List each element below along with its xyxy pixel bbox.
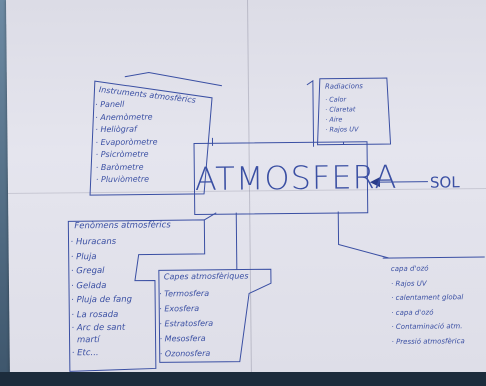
radiation-item: · Claretat: [325, 105, 356, 114]
phenomena-box-outline: [67, 219, 206, 372]
layers-title: Capes atmosfèriques: [163, 271, 249, 282]
instrument-item: · Anemòmetre: [95, 111, 153, 122]
radiation-box-side: [306, 79, 315, 147]
radiation-list: · Calor · Claretat · Aire · Rajos UV: [325, 94, 358, 134]
layer-item: · Termosfera: [159, 288, 210, 299]
phenomenon-item: · Pluja: [70, 251, 97, 262]
phenomenon-item: martí: [71, 335, 100, 346]
phenomenon-item: · Huracans: [70, 236, 117, 248]
layer-item: · Ozonosfera: [159, 348, 211, 359]
layer-item: · Mesosfera: [159, 333, 206, 344]
instrument-item: · Pluviòmetre: [95, 174, 150, 185]
ozone-item: capa d'ozó: [390, 264, 429, 273]
instrument-item: · Evaporòmetre: [95, 136, 158, 147]
radiation-item: · Calor: [325, 95, 347, 104]
connector-ozone: [337, 211, 389, 259]
radiation-item: · Rajos UV: [325, 125, 359, 134]
central-title-box: ATMOSFERA: [193, 141, 398, 216]
background-floor: [0, 372, 486, 386]
phenomenon-item: · Gelada: [70, 280, 107, 291]
instrument-item: · Baròmetre: [95, 162, 144, 172]
instruments-box-outline: [89, 80, 213, 196]
instrument-item: · Heliògraf: [95, 124, 137, 135]
layer-item: · Exosfera: [159, 303, 200, 314]
radiation-item: · Aire: [325, 115, 343, 124]
phenomena-title: Fenòmens atmosfèrics: [74, 220, 171, 232]
ozone-list: capa d'ozó · Rajos UV · calentament glob…: [391, 261, 465, 349]
phenomenon-item: · Etc...: [71, 348, 99, 359]
radiation-title: Radiacions: [324, 82, 363, 91]
layers-list: · Termosfera · Exosfera · Estratosfera ·…: [159, 286, 214, 362]
sun-arrow-head: [369, 177, 380, 188]
radiation-box-outline: [317, 77, 392, 146]
connector-phenomena: [204, 212, 217, 221]
ozone-item: · Rajos UV: [390, 279, 427, 288]
connector-layers: [235, 212, 238, 270]
phenomenon-item: · Pluja de fang: [71, 294, 133, 306]
poster-paper: ATMOSFERA SOL Instruments atmosfèrics · …: [6, 0, 486, 384]
phenomenon-item: · Gregal: [70, 265, 105, 277]
central-title: ATMOSFERA: [194, 157, 398, 199]
ozone-item: · Contaminació atm.: [391, 322, 463, 331]
instrument-item: · Panell: [95, 99, 125, 110]
instruments-list: · Panell · Anemòmetre · Heliògraf · Evap…: [95, 98, 158, 186]
phenomenon-item: · Arc de sant: [71, 322, 126, 334]
phenomenon-item: · La rosada: [71, 309, 119, 320]
layers-box-outline: [158, 268, 272, 363]
ozone-item: · calentament global: [391, 293, 464, 302]
sun-label: SOL: [429, 173, 460, 192]
instrument-item: · Psicròmetre: [95, 149, 149, 160]
concept-map-lines: [67, 72, 485, 372]
ozone-group-top: [382, 256, 485, 259]
phenomena-list: · Huracans · Pluja · Gregal · Gelada · P…: [70, 235, 132, 361]
layer-item: · Estratosfera: [159, 318, 214, 329]
ozone-item: · capa d'ozó: [391, 308, 434, 317]
sun-arrow-line: [379, 181, 428, 183]
instruments-box-tab: [124, 72, 222, 87]
ozone-item: · Pressió atmosfèrica: [391, 336, 465, 346]
